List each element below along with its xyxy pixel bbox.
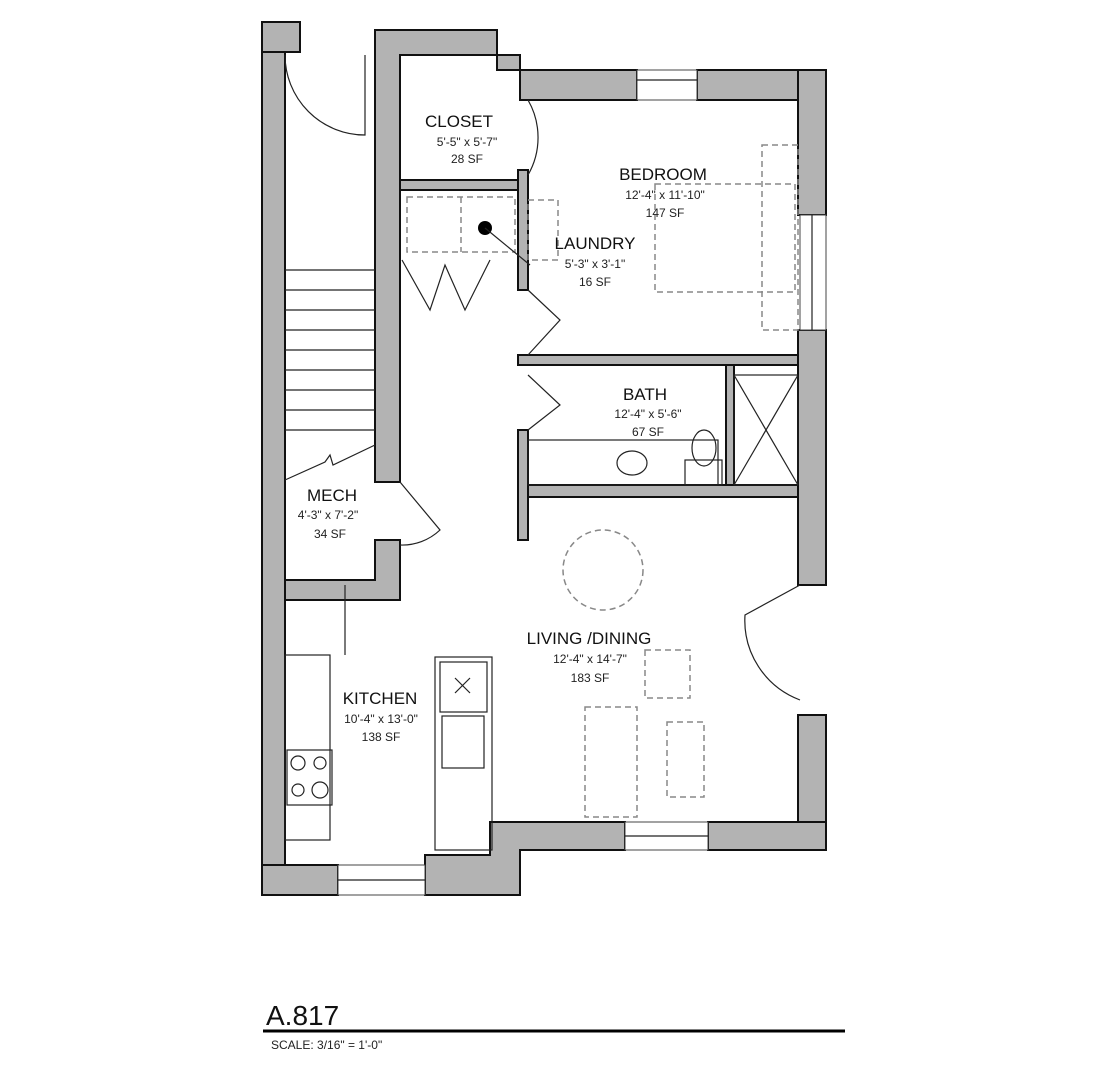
room-name: CLOSET xyxy=(425,112,493,131)
fixtures xyxy=(284,144,799,851)
sink-icon xyxy=(616,450,648,476)
bed xyxy=(654,183,796,293)
room-dims: 12'-4" x 14'-7" xyxy=(553,652,627,666)
room-name: BATH xyxy=(623,385,667,404)
room-living-dining: LIVING /DINING 12'-4" x 14'-7" 183 SF xyxy=(527,629,652,685)
room-bedroom: BEDROOM 12'-4" x 11'-10" 147 SF xyxy=(619,165,707,220)
toilet-icon xyxy=(691,429,717,467)
room-name: LIVING /DINING xyxy=(527,629,652,648)
room-laundry: LAUNDRY 5'-3" x 3'-1" 16 SF xyxy=(555,234,636,289)
scale-note: SCALE: 3/16" = 1'-0" xyxy=(271,1038,382,1052)
kitchen-sink xyxy=(441,715,485,769)
room-dims: 12'-4" x 11'-10" xyxy=(625,188,705,202)
room-area: 183 SF xyxy=(571,671,610,685)
shower xyxy=(733,374,799,486)
room-bath: BATH 12'-4" x 5'-6" 67 SF xyxy=(614,385,681,439)
room-area: 67 SF xyxy=(632,425,664,439)
coffee-table xyxy=(666,721,705,798)
room-dims: 4'-3" x 7'-2" xyxy=(298,508,358,522)
doors xyxy=(284,54,801,701)
room-name: KITCHEN xyxy=(343,689,418,708)
room-mech: MECH 4'-3" x 7'-2" 34 SF xyxy=(298,486,358,541)
room-name: BEDROOM xyxy=(619,165,707,184)
armchair xyxy=(644,649,691,699)
room-dims: 12'-4" x 5'-6" xyxy=(614,407,681,421)
stairs xyxy=(284,269,376,481)
room-area: 34 SF xyxy=(314,527,346,541)
stove xyxy=(286,749,333,806)
room-dims: 5'-3" x 3'-1" xyxy=(565,257,625,271)
room-closet: CLOSET 5'-5" x 5'-7" 28 SF xyxy=(425,112,497,166)
bedroom-side-window xyxy=(799,214,827,331)
washer-dryer xyxy=(406,196,516,253)
room-name: MECH xyxy=(307,486,357,505)
room-area: 28 SF xyxy=(451,152,483,166)
bedroom-window xyxy=(636,69,698,101)
vanity xyxy=(527,439,719,486)
room-area: 16 SF xyxy=(579,275,611,289)
sofa xyxy=(584,706,638,818)
room-dims: 5'-5" x 5'-7" xyxy=(437,135,497,149)
kitchen-island xyxy=(434,656,493,851)
room-dims: 10'-4" x 13'-0" xyxy=(344,712,418,726)
room-name: LAUNDRY xyxy=(555,234,636,253)
room-area: 147 SF xyxy=(646,206,685,220)
room-area: 138 SF xyxy=(362,730,401,744)
windows xyxy=(337,69,827,896)
kitchen-counter xyxy=(284,654,331,841)
dining-table xyxy=(562,529,644,611)
walls xyxy=(261,21,827,896)
sheet-id: A.817 xyxy=(266,1000,339,1031)
room-kitchen: KITCHEN 10'-4" x 13'-0" 138 SF xyxy=(343,689,418,744)
